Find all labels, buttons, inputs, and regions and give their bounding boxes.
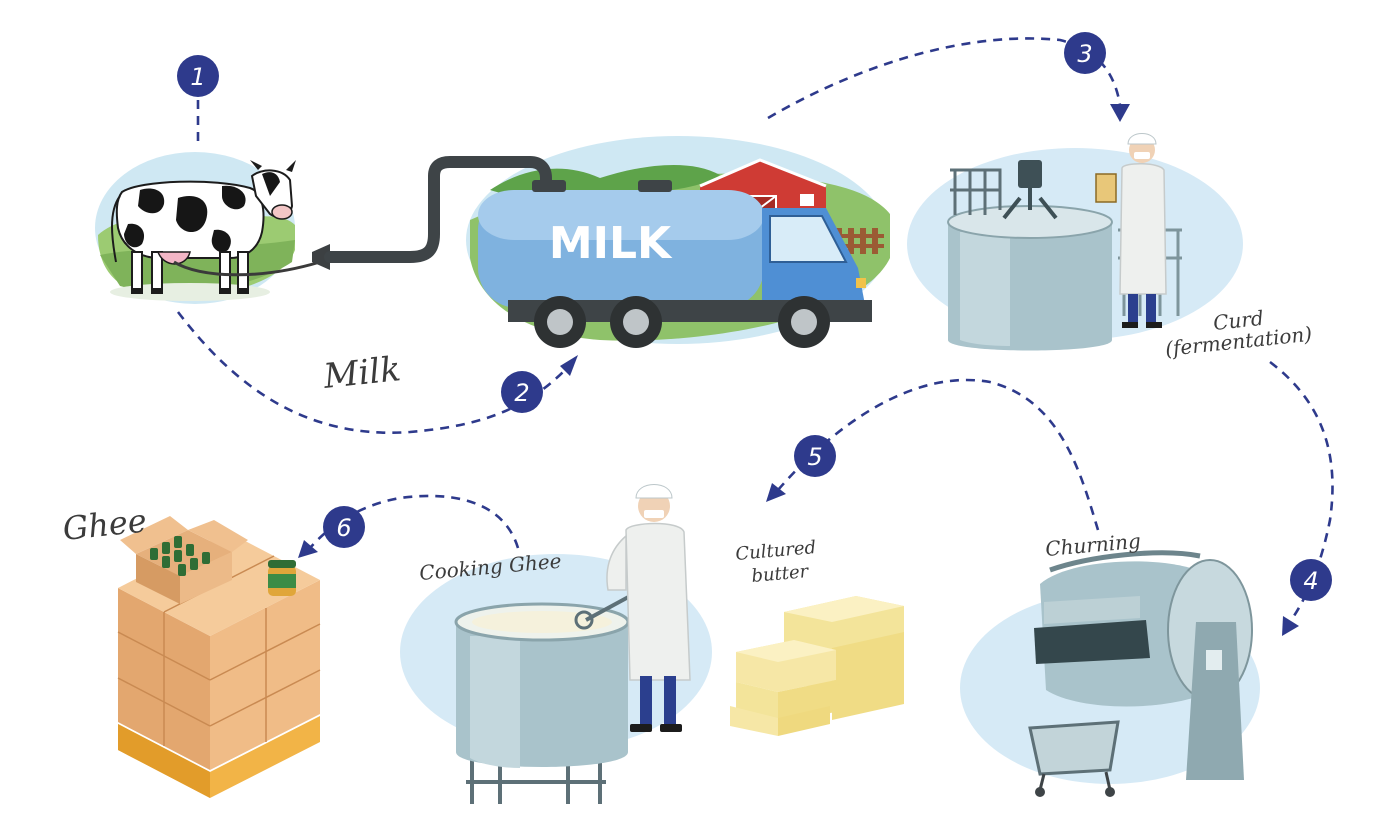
label-ghee: Ghee <box>61 501 149 548</box>
arrowhead-step-6 <box>298 540 318 558</box>
butter-churn-icon <box>960 550 1260 797</box>
worker-stirring-ghee <box>606 484 691 732</box>
step-number-6: 6 <box>336 514 351 542</box>
arrowhead-step-3 <box>1110 104 1130 122</box>
truck-wheel-middle <box>610 296 662 348</box>
arrowhead-step-4 <box>1282 616 1299 636</box>
milk-tanker-truck-icon: MILK <box>324 136 890 348</box>
truck-wheel-front <box>534 296 586 348</box>
label-milk: Milk <box>321 349 403 397</box>
step-number-5: 5 <box>807 443 822 471</box>
truck-tank-label: MILK <box>549 218 673 269</box>
ghee-cooking-kettle-icon <box>400 484 712 804</box>
step-badge-4: 4 <box>1290 559 1332 601</box>
label-curd: Curd <box>1212 306 1265 335</box>
ghee-jar-icon <box>268 560 296 596</box>
step-number-3: 3 <box>1077 40 1092 68</box>
step-badge-6: 6 <box>323 506 365 548</box>
truck-wheel-rear <box>778 296 830 348</box>
ghee-carton-pallet-icon <box>117 516 321 798</box>
step-badge-2: 2 <box>501 371 543 413</box>
step-badge-1: 1 <box>177 55 219 97</box>
step-number-1: 1 <box>190 63 205 91</box>
arrowhead-step-2 <box>560 355 578 376</box>
arrowhead-step-5 <box>766 483 786 502</box>
fermentation-vat-icon <box>907 133 1243 351</box>
step-number-4: 4 <box>1303 567 1318 595</box>
worker-with-clipboard <box>1095 133 1167 328</box>
step-badge-3: 3 <box>1064 32 1106 74</box>
cow-milking-icon <box>95 152 330 304</box>
connector-step-3 <box>767 37 1122 120</box>
step-number-2: 2 <box>514 379 529 407</box>
label-butter: butter <box>751 561 811 587</box>
step-badge-5: 5 <box>794 435 836 477</box>
connector-step-5 <box>777 378 1100 531</box>
butter-blocks-icon <box>730 596 904 736</box>
